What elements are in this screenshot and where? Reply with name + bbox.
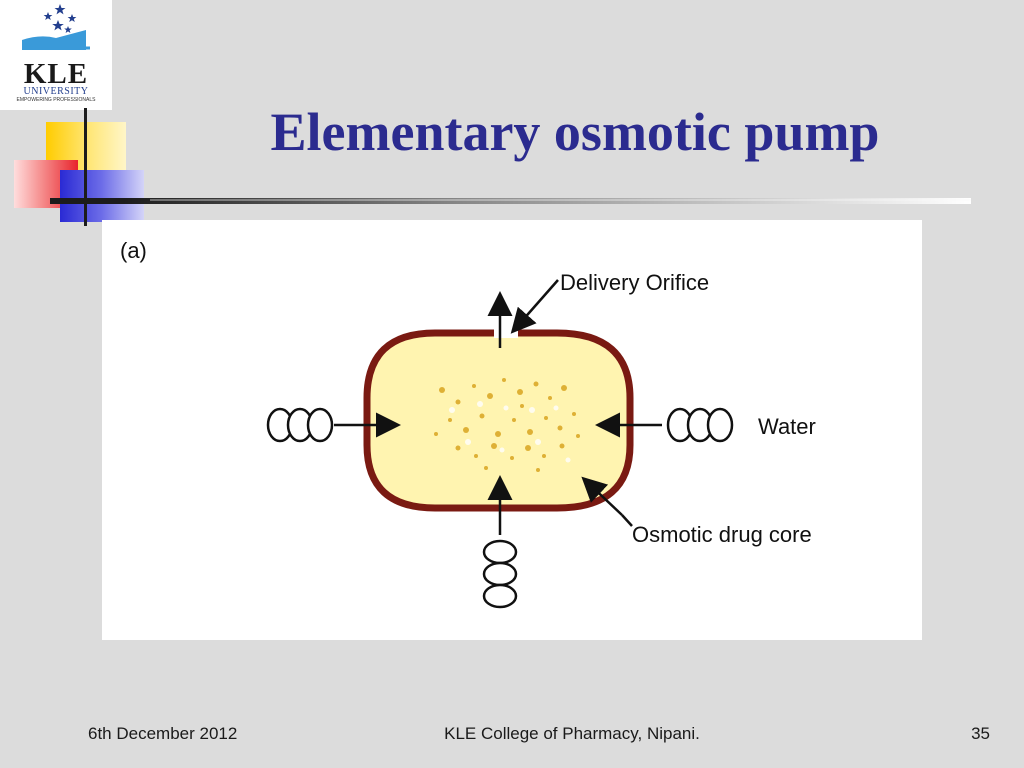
footer-institution: KLE College of Pharmacy, Nipani.: [444, 724, 700, 743]
logo-subtitle: UNIVERSITY: [23, 86, 89, 97]
osmotic-pump-diagram: (a): [102, 220, 922, 640]
drug-core-particles: [434, 378, 580, 472]
footer-page-number: 35: [971, 724, 990, 743]
slide-title: Elementary osmotic pump: [270, 102, 880, 162]
decor-vertical-line: [84, 108, 87, 226]
footer-date: 6th December 2012: [88, 724, 238, 743]
drug-core-light-particles: [449, 401, 571, 463]
core-pointer-tail: [621, 514, 633, 527]
logo-emblem-icon: [20, 4, 92, 54]
core-pointer-arrow: [581, 476, 623, 516]
kle-university-logo: KLE UNIVERSITY EMPOWERING PROFESSIONALS: [0, 0, 112, 110]
label-osmotic-drug-core: Osmotic drug core: [632, 522, 812, 547]
label-delivery-orifice: Delivery Orifice: [560, 270, 709, 295]
water-molecules-bottom-icon: [482, 539, 518, 609]
title-underline-highlight: [150, 199, 971, 201]
water-molecules-right-icon: [666, 407, 734, 443]
water-molecules-left-icon: [266, 407, 334, 443]
logo-tagline: EMPOWERING PROFESSIONALS: [16, 97, 96, 103]
label-water: Water: [758, 414, 816, 439]
diagram-svg: (a): [120, 238, 816, 609]
title-underline: [50, 198, 971, 204]
orifice-pointer-arrow: [510, 279, 559, 334]
panel-label: (a): [120, 238, 147, 263]
decor-blue-square: [60, 170, 144, 222]
core-fill: [373, 338, 625, 503]
logo-name: KLE: [23, 58, 89, 90]
